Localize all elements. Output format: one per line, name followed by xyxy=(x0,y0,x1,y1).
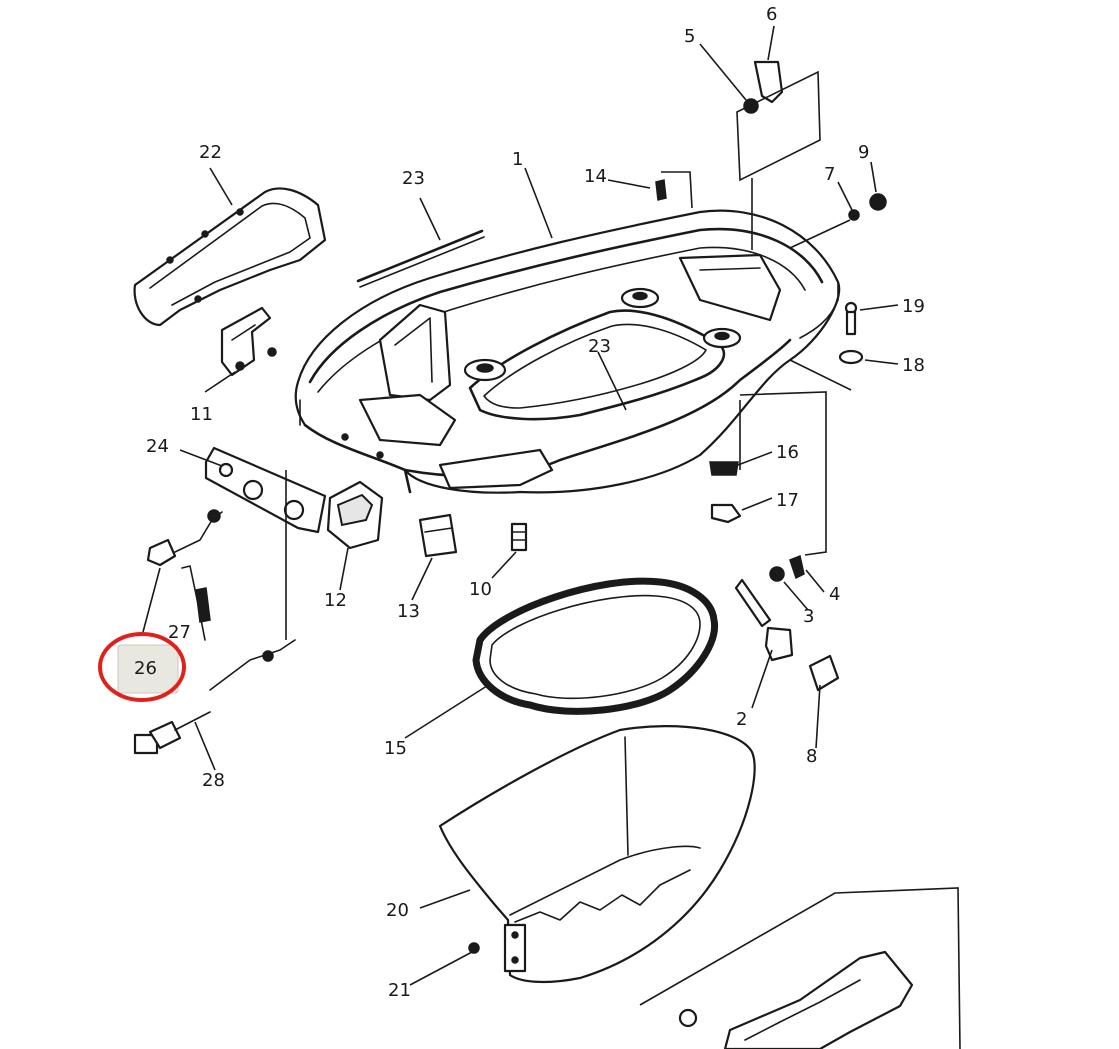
part-10-drawing xyxy=(510,522,528,552)
part-label: 10 xyxy=(469,579,492,600)
part-label: 17 xyxy=(776,490,799,511)
highlight-label-text: 26 xyxy=(134,658,157,679)
parts-2-3-4-8-drawing xyxy=(734,554,840,692)
leader-lines xyxy=(179,25,899,986)
part-label: 4 xyxy=(829,584,840,605)
part-11-drawing xyxy=(220,306,277,377)
part-label: 27 xyxy=(168,622,191,643)
part-label: 14 xyxy=(584,166,607,187)
highlighted-part-26[interactable]: 26 xyxy=(98,632,186,702)
part-label: 5 xyxy=(684,26,695,47)
part-label: 19 xyxy=(902,296,925,317)
part-label: 8 xyxy=(806,746,817,767)
part-label: 24 xyxy=(146,436,169,457)
part-label: 12 xyxy=(324,590,347,611)
part-label: 7 xyxy=(824,164,835,185)
part-21-drawing xyxy=(468,942,480,954)
part-7-drawing xyxy=(848,209,860,221)
bottom-right-partial-drawing xyxy=(639,887,961,1049)
part-label: 23 xyxy=(402,168,425,189)
part-label: 6 xyxy=(766,4,777,25)
part-label: 28 xyxy=(202,770,225,791)
part-label: 23 xyxy=(588,336,611,357)
part-15-gasket-drawing xyxy=(472,577,719,715)
part-label: 9 xyxy=(858,142,869,163)
part-label: 11 xyxy=(190,404,213,425)
wiring-drawing xyxy=(133,470,296,755)
part-24-drawing xyxy=(204,446,327,534)
part-label: 1 xyxy=(512,149,523,170)
parts-5-6-drawing xyxy=(736,60,821,250)
part-label: 3 xyxy=(803,606,814,627)
part-9-drawing xyxy=(869,193,887,211)
part-label: 15 xyxy=(384,738,407,759)
part-13-drawing xyxy=(418,513,458,558)
part-23-seal-drawing xyxy=(356,229,484,283)
part-label: 18 xyxy=(902,355,925,376)
part-22-drawing xyxy=(133,187,327,327)
part-14-drawing xyxy=(655,179,667,201)
highlight-label-box xyxy=(117,644,179,694)
line-art xyxy=(133,60,961,1049)
part-label: 2 xyxy=(736,709,747,730)
part-label: 20 xyxy=(386,900,409,921)
red-highlight-ring xyxy=(98,632,186,702)
part-label: 22 xyxy=(199,142,222,163)
part-label: 13 xyxy=(397,601,420,622)
part-label: 16 xyxy=(776,442,799,463)
part-20-drawing xyxy=(438,725,756,984)
parts-18-19-drawing xyxy=(838,301,864,365)
part-label: 21 xyxy=(388,980,411,1001)
parts-16-17-drawing xyxy=(709,461,742,524)
bottom-cowling-drawing xyxy=(294,209,841,494)
part-12-drawing xyxy=(326,480,384,550)
part-labels: 1 2 3 4 5 6 7 8 9 10 11 12 13 14 15 16 1… xyxy=(146,4,925,1001)
